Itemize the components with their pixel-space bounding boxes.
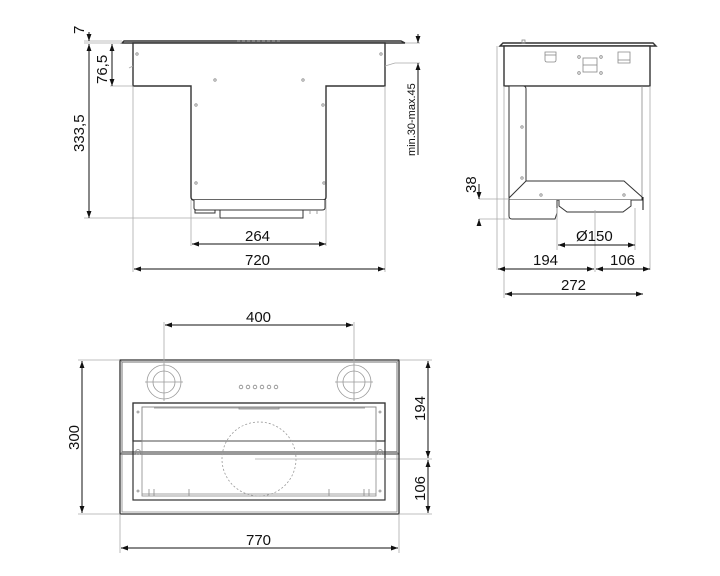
front-view: 7 333,5 76,5 min.30-max.45 264 720 bbox=[71, 26, 421, 272]
dim-clearance: min.30-max.45 bbox=[406, 83, 418, 156]
dim-total-width: 720 bbox=[245, 252, 270, 269]
dim-bottom-height: 38 bbox=[463, 176, 480, 193]
control-buttons bbox=[238, 384, 279, 390]
dim-chimney-width: 264 bbox=[245, 228, 270, 245]
side-view: 38 Ø150 194 106 272 bbox=[463, 39, 658, 298]
dim-total-height: 333,5 bbox=[71, 114, 88, 152]
bottom-view: 400 300 194 106 770 bbox=[66, 309, 432, 553]
dim-center-to-rear: 106 bbox=[412, 476, 429, 501]
dim-width: 770 bbox=[246, 532, 271, 549]
dim-front-depth: 194 bbox=[533, 252, 558, 269]
dim-top-lip: 7 bbox=[71, 26, 88, 34]
outlet-right-icon bbox=[335, 363, 373, 401]
outlet-left-icon bbox=[145, 363, 183, 401]
dim-total-depth: 272 bbox=[561, 277, 586, 294]
dim-front-to-center: 194 bbox=[412, 396, 429, 421]
dim-rear-depth: 106 bbox=[610, 252, 635, 269]
dim-upper-height: 76,5 bbox=[94, 55, 111, 84]
dim-depth: 300 bbox=[66, 425, 83, 450]
dim-hole-spacing: 400 bbox=[246, 309, 271, 326]
dim-duct-diameter: Ø150 bbox=[576, 228, 613, 245]
